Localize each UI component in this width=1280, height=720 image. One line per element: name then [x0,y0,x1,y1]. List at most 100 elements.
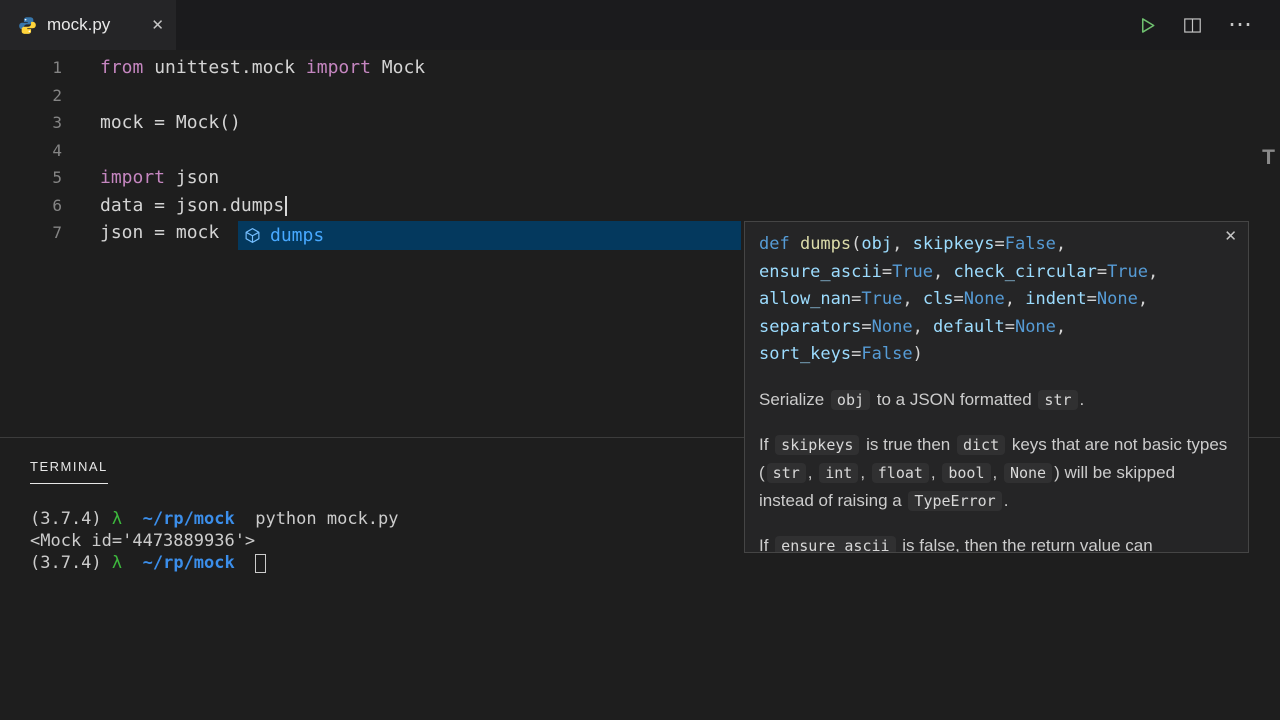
code-line[interactable]: import json [100,164,425,192]
code-line[interactable]: data = json.dumps [100,192,425,220]
token: bool [942,462,991,483]
editor-actions: ⋯ [1138,0,1280,50]
token: = [1004,316,1015,337]
token: <Mock id='4473889936'> [30,531,256,551]
signature-line: def dumps(obj, skipkeys=False, [759,231,1234,259]
token: ~/rp/mock [142,553,235,573]
symbol-method-cube-icon [245,228,260,243]
token: , [892,234,913,254]
token: Serialize [759,389,829,409]
token: λ [111,553,123,573]
token: , [807,462,818,482]
run-icon [1141,17,1155,33]
doc-paragraph: If skipkeys is true then dict keys that … [759,431,1234,515]
token: keys that are not basic types ( [759,434,1228,482]
token: obj [861,234,893,254]
hover-close-icon[interactable]: ✕ [1224,228,1237,245]
token: , [1055,234,1067,254]
token: sort_keys [759,344,852,364]
hover-signature: def dumps(obj, skipkeys=False,ensure_asc… [759,231,1234,369]
code-line[interactable] [100,137,425,165]
editor-code-area[interactable]: from unittest.mock import Mock mock = Moc… [100,54,425,247]
tab-mock-py[interactable]: mock.py ✕ [0,0,176,50]
token: True [892,261,934,282]
token: int [819,462,859,483]
token: json [165,167,220,188]
line-number: 7 [52,223,62,242]
token: False [1004,234,1056,254]
more-actions-button[interactable]: ⋯ [1228,11,1252,38]
token: (3.7.4) [30,553,112,573]
token: from [100,57,144,78]
token: ensure_ascii [759,261,882,282]
signature-line: ensure_ascii=True, check_circular=True, [759,259,1234,287]
token: , [930,462,941,482]
token [122,553,142,573]
token: None [871,316,913,337]
token: True [861,289,903,309]
token: mock = Mock() [100,112,241,133]
token: indent [1025,289,1087,309]
terminal-line: (3.7.4) λ ~/rp/mock [30,552,1280,574]
token: ~/rp/mock [142,509,235,529]
line-number: 5 [52,168,62,187]
line-number: 1 [52,58,62,77]
overview-ruler-marker: T [1262,146,1275,169]
signature-line: sort_keys=False) [759,341,1234,369]
token: = [994,234,1005,254]
token: dict [956,434,1006,455]
token: True [1107,261,1149,282]
token: , [860,462,870,482]
token: obj [830,389,871,410]
token [122,509,142,529]
code-line[interactable] [100,82,425,110]
tab-close-icon[interactable]: ✕ [151,17,164,34]
token: dumps [799,234,852,254]
line-number: 4 [52,140,62,160]
token: . [1003,490,1009,510]
run-button[interactable] [1138,16,1157,35]
token: , [1137,289,1149,309]
token: If [759,434,774,454]
suggest-item-dumps[interactable]: dumps [238,221,741,250]
token: = [881,261,893,282]
token: , [912,316,934,337]
token: str [766,462,806,483]
token: skipkeys [912,234,995,254]
token: import [305,57,371,78]
tab-label: mock.py [47,15,111,34]
terminal-line: <Mock id='4473889936'> [30,530,1280,552]
token: ) [912,344,923,364]
terminal-cursor [255,553,267,573]
doc-paragraph: Serialize obj to a JSON formatted str. [759,386,1234,414]
suggest-widget: dumps [238,221,741,250]
line-number: 6 [52,195,62,215]
terminal-output[interactable]: (3.7.4) λ ~/rp/mock python mock.py<Mock … [30,508,1280,574]
token: None [1014,316,1056,337]
token: = [953,289,964,309]
token: = [851,344,862,364]
token: to a JSON formatted [872,389,1037,409]
code-line[interactable]: json = mock [100,219,425,247]
code-line[interactable]: mock = Mock() [100,109,425,137]
token: None [1003,462,1053,483]
signature-line: allow_nan=True, cls=None, indent=None, [759,286,1234,314]
token: = [861,316,872,337]
token: ) will be skipped instead of raising a [759,462,1176,510]
line-number: 2 [52,85,62,105]
signature-line: separators=None, default=None, [759,314,1234,342]
token: default [933,316,1005,337]
terminal-tab[interactable]: TERMINAL [30,459,108,484]
token: def [759,234,800,254]
token: cls [922,289,954,309]
token: is false, then the return value can [897,535,1153,553]
code-line[interactable]: from unittest.mock import Mock [100,54,425,82]
split-editor-button[interactable] [1183,16,1202,35]
token: , [902,289,923,309]
hover-docs: Serialize obj to a JSON formatted str.If… [759,386,1234,553]
doc-paragraph: If ensure_ascii is false, then the retur… [759,532,1234,553]
hover-docs-panel: ✕ def dumps(obj, skipkeys=False,ensure_a… [744,221,1249,553]
token: , [992,462,1002,482]
token: , [933,261,954,282]
token: = [1086,289,1097,309]
